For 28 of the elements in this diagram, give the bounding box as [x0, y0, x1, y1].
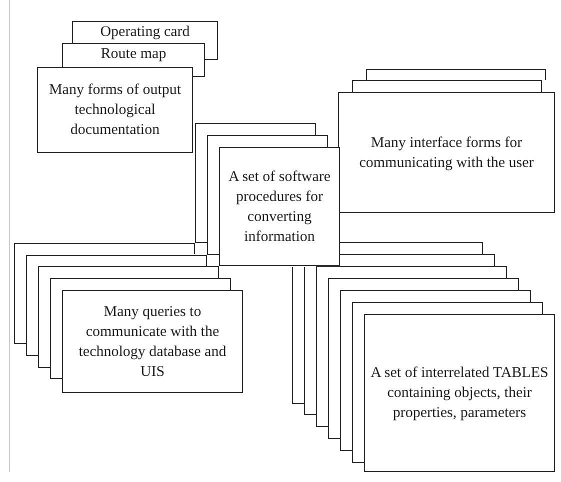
- stacked-card: [352, 302, 543, 314]
- stacked-card: [14, 243, 195, 254]
- card-text: Operating card: [100, 23, 190, 42]
- stacked-card: [50, 278, 231, 290]
- text-card: [338, 92, 555, 213]
- text-card: [219, 147, 340, 266]
- card-text: A set of interrelated TABLES containing objects, their properties, parameters: [370, 364, 550, 423]
- card-text: Many queries to communicate with the technology database and UIS: [78, 302, 228, 382]
- stacked-card: [207, 135, 328, 147]
- card-text: Many interface forms for communicating with the user: [358, 134, 535, 172]
- stacked-card: [340, 254, 495, 266]
- text-card: [62, 43, 205, 67]
- text-card: [62, 290, 243, 393]
- stacked-card: [366, 69, 546, 80]
- stacked-card: [340, 242, 483, 254]
- stacked-card: [340, 290, 531, 302]
- card-text: A set of software procedures for converting information: [227, 168, 332, 246]
- stacked-card: [195, 123, 316, 135]
- text-card: [37, 67, 193, 153]
- card-text: Route map: [100, 45, 166, 64]
- text-card: [364, 314, 555, 472]
- stacked-card: [38, 266, 219, 278]
- stacked-card: [352, 80, 542, 92]
- stacked-card: [316, 266, 507, 278]
- stacked-card: [26, 255, 207, 266]
- stacked-card: [328, 278, 519, 290]
- text-card: [72, 21, 218, 43]
- card-text: Many forms of output technological documentation: [48, 81, 182, 140]
